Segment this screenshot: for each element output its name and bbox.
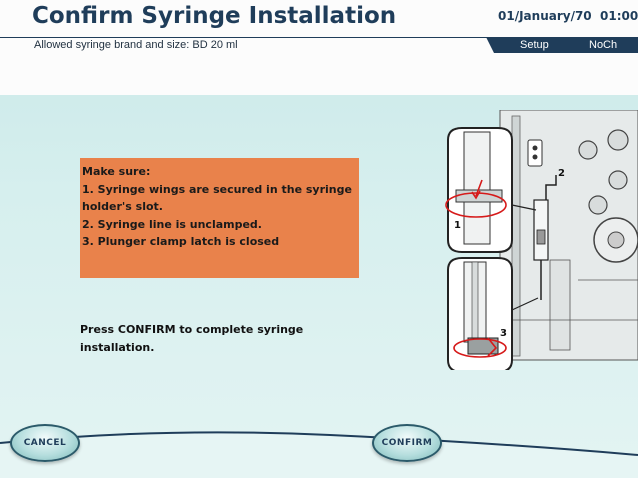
warning-line: 1. Syringe wings are secured in the syri… [82, 182, 352, 196]
callout-3: 3 [500, 328, 507, 339]
warning-line: Make sure: [82, 165, 151, 178]
header: Confirm Syringe Installation 01/January/… [0, 0, 638, 95]
instruction-text: Press CONFIRM to complete syringe instal… [80, 323, 304, 354]
syringe-installation-illustration: 1 2 3 [445, 110, 638, 370]
footer-swoosh [0, 431, 638, 478]
time-display: 01:00 [600, 9, 638, 23]
cancel-button[interactable]: CANCEL [10, 424, 80, 462]
warning-box: Make sure: 1. Syringe wings are secured … [80, 158, 359, 278]
confirm-button[interactable]: CONFIRM [372, 424, 442, 462]
warning-line: holder's slot. [82, 200, 163, 213]
page-title: Confirm Syringe Installation [32, 3, 397, 29]
callout-2: 2 [558, 168, 565, 179]
tab-setup[interactable]: Setup [520, 39, 549, 51]
syringe-info-text: Allowed syringe brand and size: BD 20 ml [34, 39, 238, 51]
warning-line: 2. Syringe line is unclamped. [82, 217, 262, 231]
warning-line: 3. Plunger clamp latch is closed [82, 235, 280, 248]
tab-noch[interactable]: NoCh [589, 39, 618, 51]
callout-1: 1 [454, 220, 461, 231]
header-divider [0, 37, 638, 53]
tab-bar [486, 37, 638, 53]
date-display: 01/January/70 [498, 9, 592, 23]
